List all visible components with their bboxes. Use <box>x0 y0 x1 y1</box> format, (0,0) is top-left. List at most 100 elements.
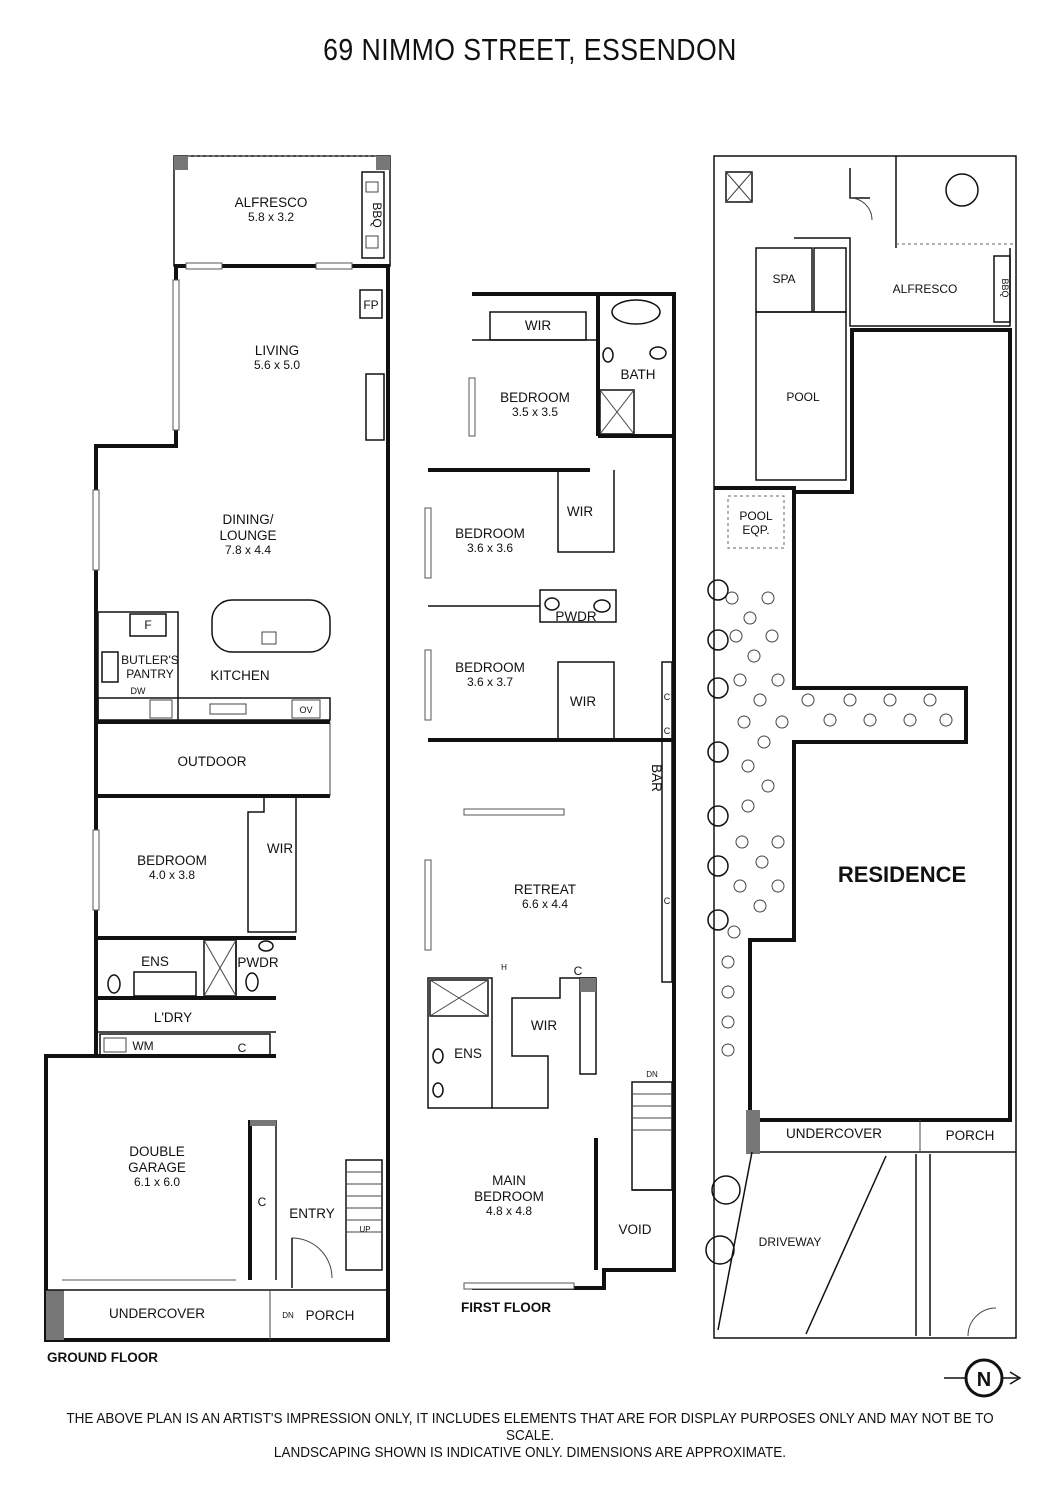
site-gate-swing <box>849 197 873 221</box>
ground-garage-pier <box>250 1120 276 1126</box>
ground-ov-label: OV <box>299 705 312 715</box>
first-retreat-label: RETREAT <box>514 882 576 897</box>
site-residence-rear-wall <box>714 328 1010 494</box>
ground-kitchen-label: KITCHEN <box>210 668 269 683</box>
ground-cooktop-small <box>101 651 119 683</box>
site-pool-label: POOL <box>786 390 820 404</box>
ground-front-door-swing <box>291 1237 333 1288</box>
ground-oven <box>291 699 321 719</box>
ground-living-label: LIVING <box>255 343 299 358</box>
site-driveway-left-edge <box>717 1151 753 1331</box>
site-pool-eqp-label-2: EQP. <box>742 523 769 537</box>
ground-alfresco-post-left <box>174 156 188 170</box>
first-c2-label: C <box>664 726 671 736</box>
first-main-bedroom-label-2: BEDROOM <box>474 1189 544 1204</box>
ground-slider-2 <box>315 262 353 270</box>
ground-garage-cupboard-label: C <box>258 1195 267 1209</box>
ground-kitchen-bench <box>97 697 331 721</box>
site-bbq-bench <box>993 255 1011 323</box>
first-pwdr-toilet <box>593 599 611 613</box>
first-main-bedroom-label-1: MAIN <box>492 1173 526 1188</box>
ground-fireplace <box>359 289 383 319</box>
first-ens-shower-x2 <box>429 979 489 1017</box>
ground-dining-label-1: DINING/ <box>222 512 273 527</box>
first-bedroom2-size: 3.6 x 3.6 <box>467 541 513 555</box>
ground-garage-label-1: DOUBLE <box>129 1144 185 1159</box>
first-wir-main-walls <box>492 977 596 1109</box>
first-ens-basin-1 <box>432 1048 444 1064</box>
ground-pwdr-label: PWDR <box>237 955 278 970</box>
ground-pwdr-basin <box>258 940 274 952</box>
first-main-bedroom-size: 4.8 x 4.8 <box>486 1204 532 1218</box>
site-bbq-label: BBQ <box>1000 278 1010 297</box>
first-wir-main-label: WIR <box>531 1018 557 1033</box>
site-skylight <box>725 171 753 203</box>
first-floor-plan <box>424 292 676 1290</box>
first-floor-caption: FIRST FLOOR <box>461 1300 551 1315</box>
first-wir2 <box>557 470 615 553</box>
ground-butlers-label-1: BUTLER'S <box>121 653 179 667</box>
first-window-retreat-top <box>463 808 565 816</box>
ground-bbq-sink <box>365 235 379 249</box>
north-label: N <box>977 1369 991 1391</box>
first-wir3-label: WIR <box>570 694 596 709</box>
ground-window-living <box>172 279 180 431</box>
first-bedroom3-label: BEDROOM <box>455 660 525 675</box>
ground-up-label: UP <box>359 1225 370 1234</box>
ground-wm-label: WM <box>132 1039 153 1053</box>
site-pool-eqp-label-1: POOL <box>739 509 773 523</box>
north-arrow-head <box>1009 1371 1022 1385</box>
first-window-bed1 <box>468 377 476 437</box>
first-ens-shower <box>429 979 489 1017</box>
page-title: 69 NIMMO STREET, ESSENDON <box>323 32 737 67</box>
first-shower-x2 <box>599 389 635 435</box>
ground-entry-label: ENTRY <box>289 1206 335 1221</box>
first-bar-label: BAR <box>649 764 664 792</box>
ground-island-sink <box>261 631 277 645</box>
ground-kitchen-sink <box>149 699 173 719</box>
site-porch-label: PORCH <box>946 1128 995 1143</box>
first-bedroom3-size: 3.6 x 3.7 <box>467 675 513 689</box>
site-skylight-x <box>725 171 753 203</box>
ground-alfresco-label: ALFRESCO <box>235 195 308 210</box>
first-window-bed2 <box>424 507 432 579</box>
ground-dining-size: 7.8 x 4.4 <box>225 543 271 557</box>
ground-ens-vanity <box>133 971 197 997</box>
first-dn-label: DN <box>646 1070 658 1079</box>
site-gate <box>849 168 870 199</box>
first-window-bed3 <box>424 649 432 721</box>
first-pwdr <box>539 589 617 623</box>
ground-floor-caption: GROUND FLOOR <box>47 1350 158 1365</box>
first-window-retreat-west <box>424 859 432 951</box>
ground-tv-unit <box>365 373 385 441</box>
ground-outdoor-label: OUTDOOR <box>178 754 247 769</box>
site-alfresco-label: ALFRESCO <box>893 282 958 296</box>
ground-undercover-label: UNDERCOVER <box>109 1306 205 1321</box>
ground-living-size: 5.6 x 5.0 <box>254 358 300 372</box>
ground-pwdr-toilet <box>245 972 259 992</box>
first-void-label: VOID <box>618 1222 651 1237</box>
first-window-main-bed <box>463 1282 575 1290</box>
first-c3-label: C <box>664 896 671 906</box>
ground-garage-size: 6.1 x 6.0 <box>134 1175 180 1189</box>
site-plan <box>705 155 1017 1339</box>
first-bedroom1-size: 3.5 x 3.5 <box>512 405 558 419</box>
ground-bedroom-size: 4.0 x 3.8 <box>149 868 195 882</box>
ground-fridge-label: F <box>144 618 151 632</box>
ground-bbq-label: BBQ <box>370 202 384 227</box>
first-bedroom1-label: BEDROOM <box>500 390 570 405</box>
first-bath-label: BATH <box>620 367 655 382</box>
ground-kitchen-island <box>211 599 331 653</box>
first-wir-top-label: WIR <box>525 318 551 333</box>
ground-porch-label: PORCH <box>306 1308 355 1323</box>
ground-butlers-label-2: PANTRY <box>126 667 174 681</box>
site-spa-label: SPA <box>772 272 795 286</box>
first-outer-wall <box>472 292 676 1290</box>
ground-stairs <box>345 1159 383 1271</box>
first-ens-label: ENS <box>454 1046 482 1061</box>
site-front-gate-swing <box>967 1307 997 1337</box>
ground-fp-label: FP <box>363 298 378 312</box>
ground-shower-x2 <box>203 939 237 997</box>
site-pool-steps <box>813 247 847 313</box>
